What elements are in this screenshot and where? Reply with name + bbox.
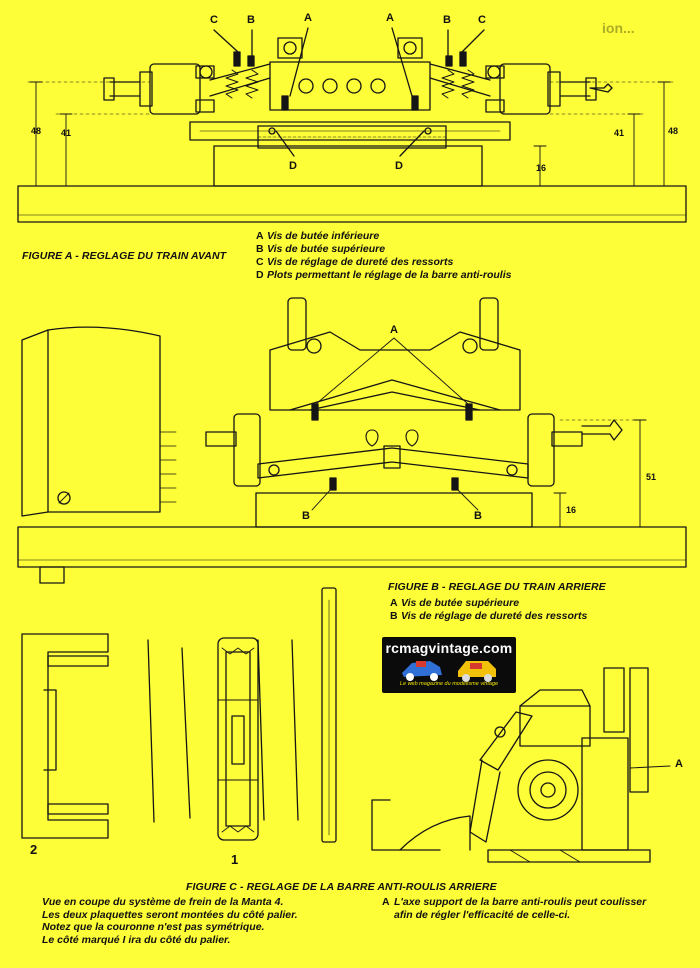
figure-c-note-left-line: Notez que la couronne n'est pas symétriq… <box>42 921 265 933</box>
figure-b-label-b-left: B <box>302 510 310 522</box>
figure-c-label-1: 1 <box>231 852 239 867</box>
figure-a-label-a-left: A <box>304 12 312 24</box>
logo-tagline: Le web magazine du modélisme vintage <box>399 681 499 687</box>
figure-a-drawing <box>17 27 687 223</box>
figure-c-note-right-line-2: afin de régler l'efficacité de celle-ci. <box>394 908 571 921</box>
figure-c-note-left-line: Les deux plaquettes seront montées du cô… <box>42 908 298 921</box>
figure-a-label-c-left: C <box>210 14 218 26</box>
figure-a-label-a-right: A <box>386 12 394 24</box>
figure-a-label-d-left: D <box>289 160 297 172</box>
figure-c-note-left-line: Vue en coupe du système de frein de la M… <box>42 896 284 908</box>
figure-a-dim-right-outer: 48 <box>668 126 679 136</box>
figure-a-label-d-right: D <box>395 160 403 172</box>
figure-c-note-left: Vue en coupe du système de frein de la M… <box>42 896 298 946</box>
figure-a-label-c-right: C <box>478 14 486 26</box>
figure-c-note-left-line: Le côté marqué I ira du côté du palier. <box>42 933 231 946</box>
figure-c-label-a: A <box>675 758 683 770</box>
figure-a-dim-left-inner: 41 <box>61 128 72 138</box>
figure-b-dim-base: 16 <box>566 505 577 515</box>
figure-c-caption: FIGURE C - REGLAGE DE LA BARRE ANTI-ROUL… <box>186 881 497 893</box>
figure-a-label-b-right: B <box>443 14 451 26</box>
figure-b-label-a-top: A <box>390 324 398 336</box>
figure-a-label-b-left: B <box>247 14 255 26</box>
figure-c-label-2: 2 <box>30 842 38 857</box>
rc-cars-icon <box>402 661 496 682</box>
logo-site-name: rcmagvintage.com <box>385 640 513 656</box>
figure-a-dim-right-inner: 41 <box>614 128 625 138</box>
figure-a-dim-base: 16 <box>536 163 547 173</box>
figure-b-dim-height: 51 <box>646 472 657 482</box>
rcmagvintage-logo: rcmagvintage.com Le web magazine du modé… <box>382 637 516 693</box>
figure-a-caption: FIGURE A - REGLAGE DU TRAIN AVANT <box>22 250 227 262</box>
figure-c-drawing <box>21 587 671 863</box>
figure-a-dim-left-outer: 48 <box>31 126 42 136</box>
figure-b-label-b-right: B <box>474 510 482 522</box>
figure-b-drawing <box>17 297 687 584</box>
figure-b-caption: FIGURE B - REGLAGE DU TRAIN ARRIERE <box>388 581 606 593</box>
bleed-through-text: ion... <box>602 20 635 36</box>
